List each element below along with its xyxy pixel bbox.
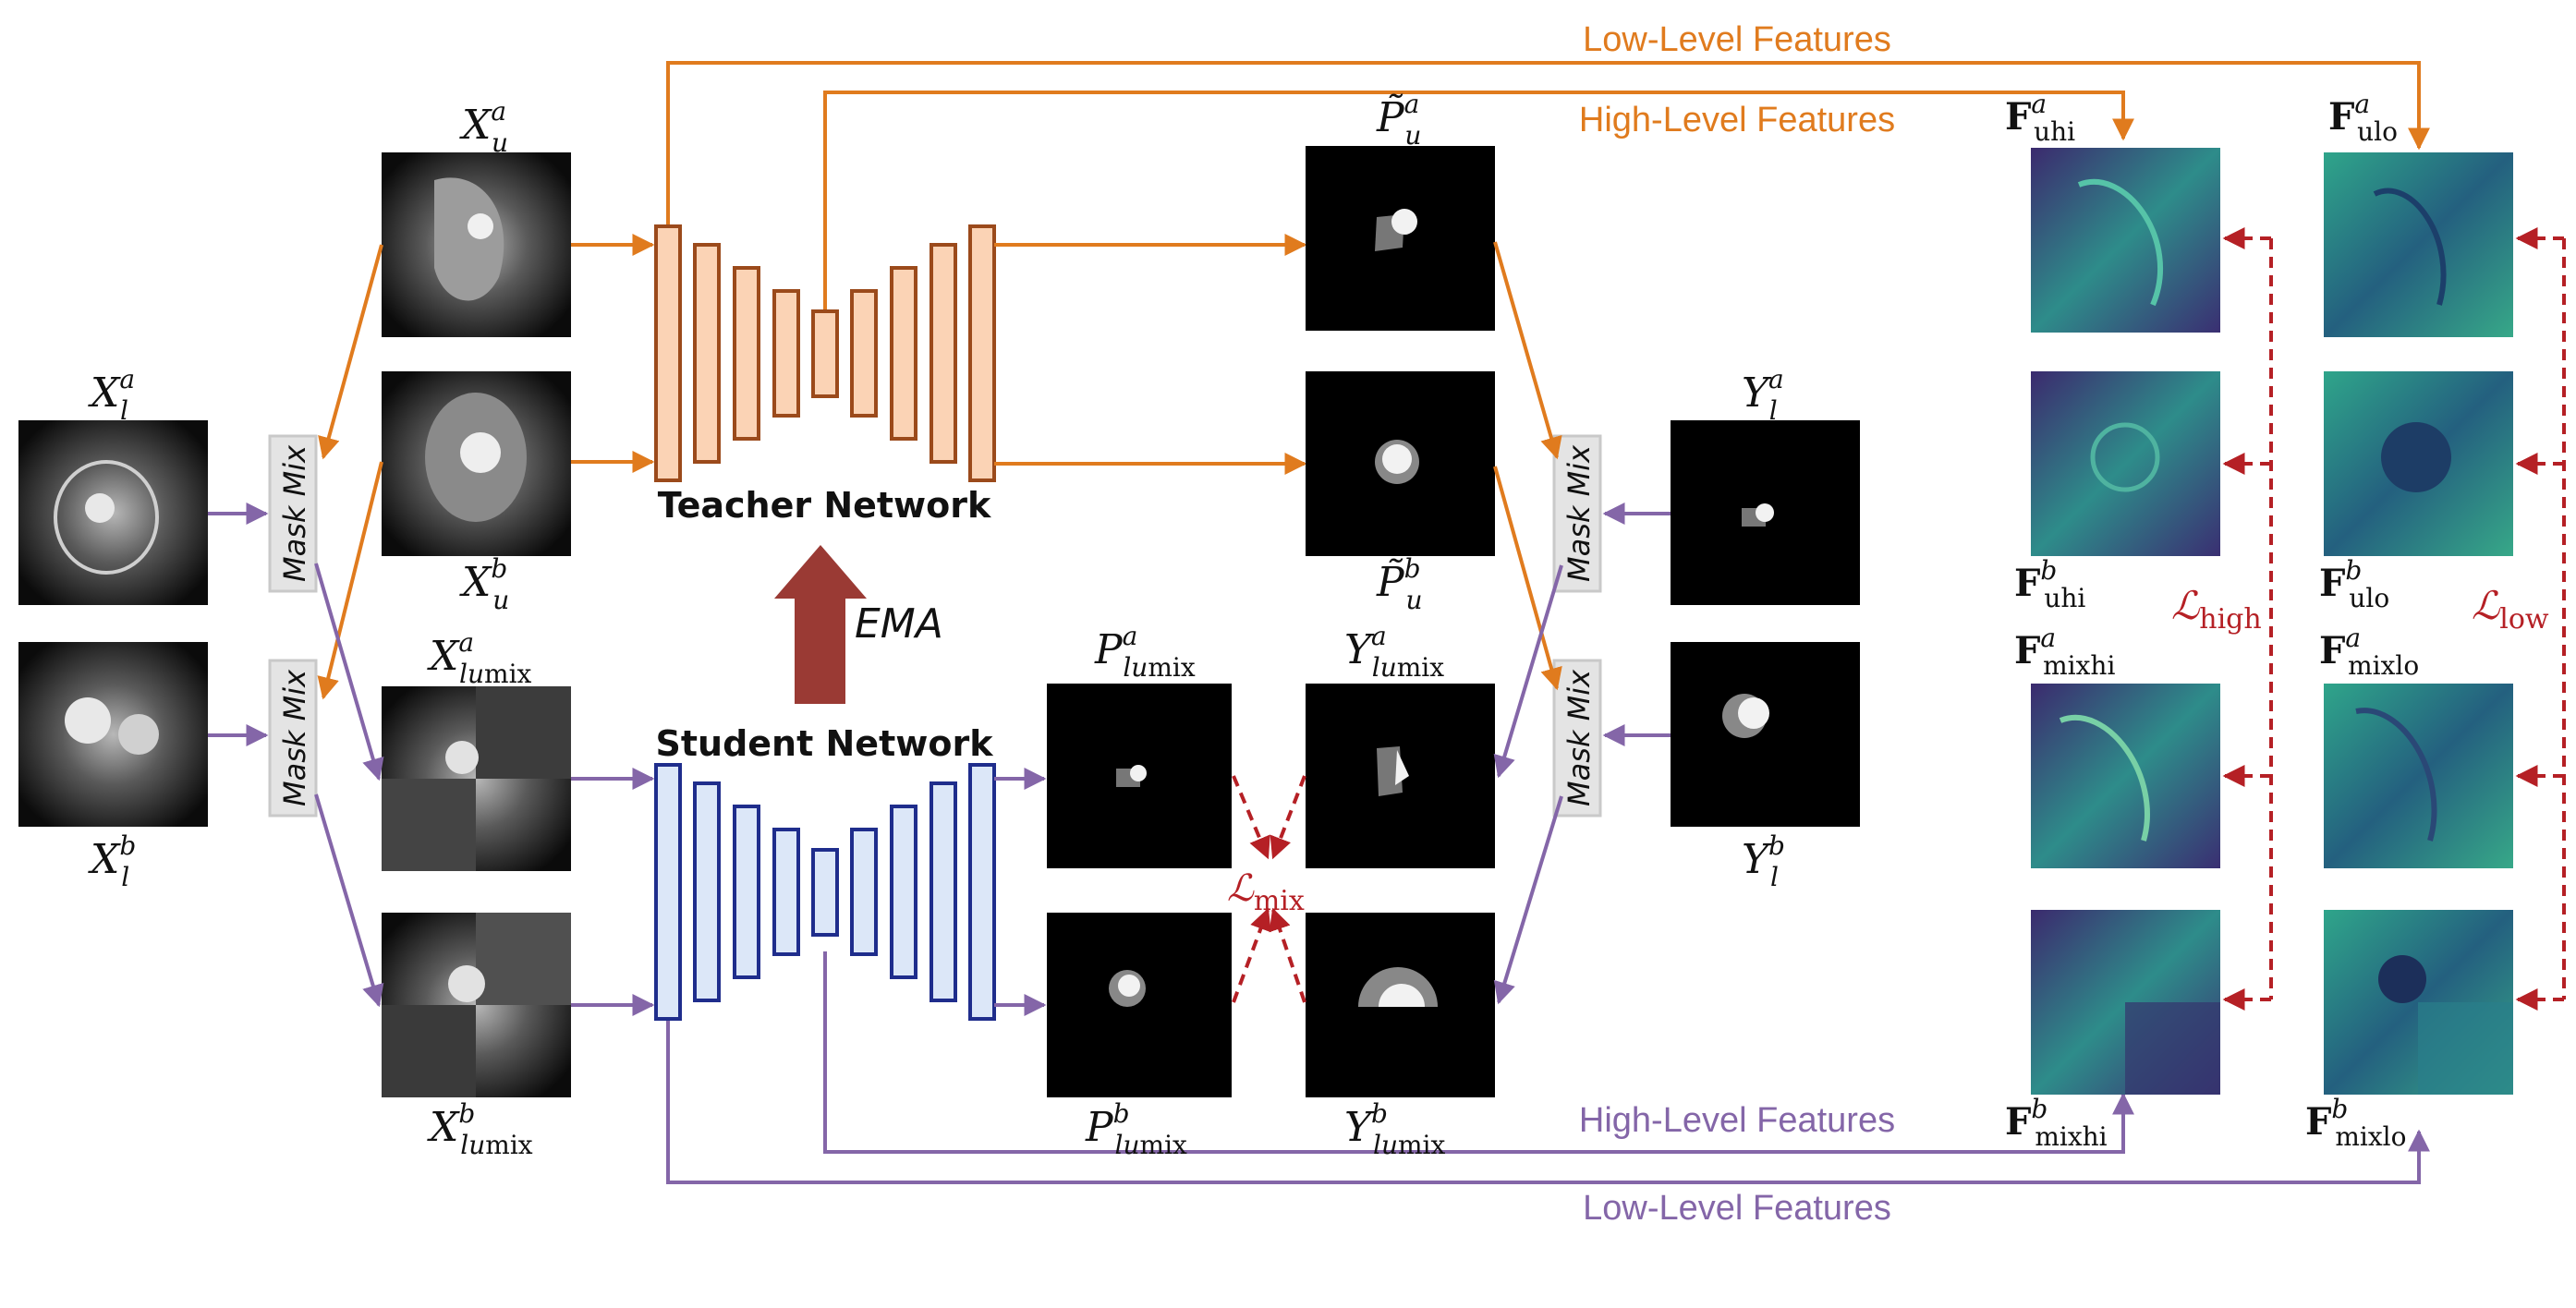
student-network-label: Student Network xyxy=(656,723,994,764)
feature-map-ulo-b xyxy=(2324,371,2513,556)
input-xlumix-a xyxy=(382,686,571,871)
svg-text:Mask Mix: Mask Mix xyxy=(277,444,312,582)
mask-mix-right-bottom: Mask Mix xyxy=(1552,659,1602,818)
feature-map-mixhi-b xyxy=(2031,910,2220,1095)
feature-map-mixlo-a xyxy=(2324,684,2513,868)
feature-map-mixhi-a xyxy=(2031,684,2220,868)
gt-yl-b xyxy=(1671,642,1860,827)
right-mask-mix-arrows xyxy=(1493,241,1671,1005)
low-loss-label: ℒlow xyxy=(2472,583,2549,636)
ema-label: EMA xyxy=(855,600,943,648)
high-loss-label: ℒhigh xyxy=(2171,583,2262,636)
low-level-features-teacher-path xyxy=(666,61,2430,229)
pred-plumix-a xyxy=(1047,684,1232,868)
high-loss-bracket xyxy=(2222,227,2273,1011)
gt-yl-a xyxy=(1671,420,1860,605)
network-input-arrows xyxy=(571,234,655,1016)
ema-arrow xyxy=(774,545,867,704)
input-xu-a xyxy=(382,152,571,337)
input-xl-b xyxy=(18,642,208,827)
feature-map-uhi-b xyxy=(2031,371,2220,556)
input-xl-a xyxy=(18,420,208,605)
low-level-features-label-top: Low-Level Features xyxy=(1583,20,1891,59)
low-level-features-label-bottom: Low-Level Features xyxy=(1583,1189,1891,1228)
low-level-features-student-path xyxy=(666,1021,2430,1184)
pseudo-ylumix-b xyxy=(1306,913,1495,1097)
mix-loss-arrows xyxy=(1232,775,1306,1003)
network-output-arrows xyxy=(994,234,1307,1016)
feature-map-ulo-a xyxy=(2324,152,2513,337)
high-level-features-label-top: High-Level Features xyxy=(1579,101,1895,139)
pred-pu-a xyxy=(1306,146,1495,331)
svg-text:Mask Mix: Mask Mix xyxy=(1561,444,1597,582)
teacher-network-label: Teacher Network xyxy=(658,485,991,526)
mask-mix-left-bottom: Mask Mix xyxy=(268,659,318,818)
high-level-features-teacher-path xyxy=(823,91,2134,309)
feature-map-uhi-a xyxy=(2031,148,2220,333)
student-network xyxy=(654,763,996,1021)
svg-text:Mask Mix: Mask Mix xyxy=(1561,669,1597,806)
mix-loss-label: ℒmix xyxy=(1227,867,1305,917)
mask-mix-right-top: Mask Mix xyxy=(1552,434,1602,593)
input-xlumix-b xyxy=(382,913,571,1097)
input-xu-b xyxy=(382,371,571,556)
high-level-features-student-path xyxy=(823,951,2134,1154)
teacher-network xyxy=(654,224,996,482)
pred-plumix-b xyxy=(1047,913,1232,1097)
low-loss-bracket xyxy=(2515,227,2566,1011)
pred-pu-b xyxy=(1306,371,1495,556)
pseudo-ylumix-a xyxy=(1306,684,1495,868)
high-level-features-label-bottom: High-Level Features xyxy=(1579,1101,1895,1140)
mask-mix-cross-arrows xyxy=(314,244,384,1008)
mask-mix-left-top: Mask Mix xyxy=(268,434,318,593)
feature-map-mixlo-b xyxy=(2324,910,2513,1095)
svg-text:Mask Mix: Mask Mix xyxy=(277,669,312,806)
